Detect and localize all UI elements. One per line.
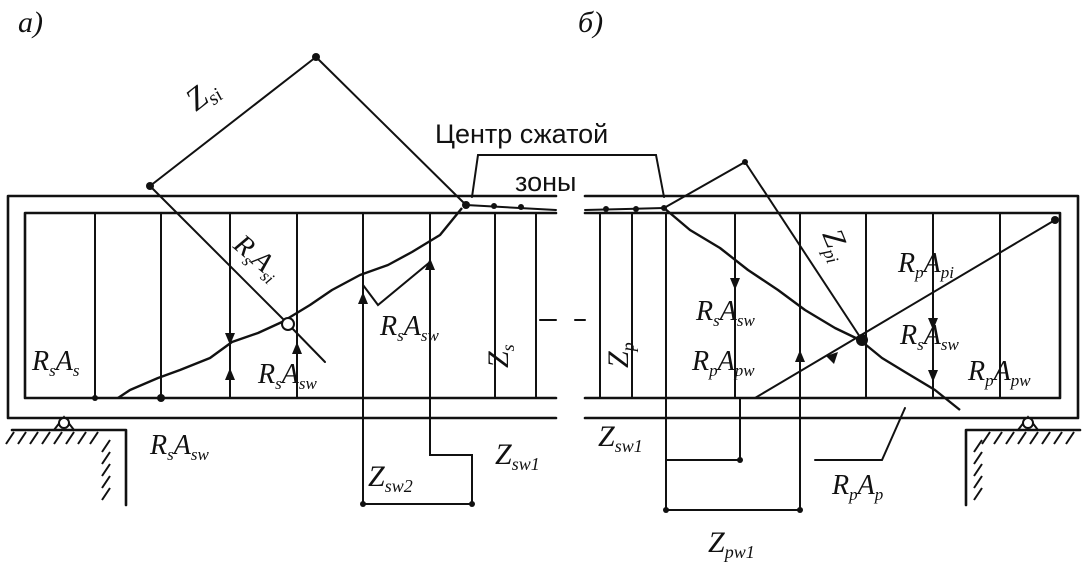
force-rs-asw-line [287,323,326,363]
label-rs-as: RsAs [31,346,80,380]
beam-b-crack [663,207,961,411]
zpw1-dimension [665,397,801,511]
label-z-sw2: Zsw2 [368,460,413,496]
labels-b: Zp Zpi RpApi RsAsw RsAsw RpApw RpApw Zsw… [598,224,1031,562]
label-z-s: Zs [482,344,518,368]
tendon-line [754,219,1056,399]
beam-a-stirrups [94,212,537,399]
beam-b-inner [583,211,1062,400]
center-label-line2: зоны [515,167,576,197]
label-rs-asw-b2: RsAsw [899,320,959,354]
node-a [281,317,295,331]
label-z-pi: Zpi [813,224,858,266]
zsi-arm-return [315,56,467,206]
center-label-line1: Центр сжатой [435,119,608,149]
beam-a [6,53,558,507]
support-left [5,415,128,507]
beam-a-outline [6,194,558,420]
label-rp-apw-2: RpApw [967,356,1031,390]
label-rs-asw-mid: RsAsw [379,311,439,345]
label-z-sw1-b: Zsw1 [598,420,643,456]
panel-a-label: а) [18,6,43,39]
beam-a-inner [23,211,558,400]
label-z-sw1-a: Zsw1 [495,438,540,474]
support-right [964,415,1082,507]
label-rs-asi: RsAsi [225,228,288,288]
beam-b [574,159,1080,513]
label-rs-asw-low: RsAsw [257,359,317,393]
label-z-p: Zp [602,342,638,368]
force-rs-asi-line [149,185,289,325]
label-rp-api: RpApi [897,248,954,282]
label-z-si: Zsi [178,70,227,121]
zsi-arm-line [149,56,317,187]
beam-b-outline [583,194,1080,420]
label-rp-apw-1: RpApw [691,346,755,380]
rp-ap-leader [814,407,906,461]
zsw1-b-dimension [665,397,741,461]
center-zone-bracket [471,154,665,198]
panel-b-label: б) [578,6,603,39]
label-rs-asw-bottom: RsAsw [149,430,209,464]
label-rp-ap: RpAp [831,470,883,504]
zsw2-dimension [362,397,473,505]
label-rs-asw-b1: RsAsw [695,296,755,330]
label-z-pw1: Zpw1 [708,526,755,562]
